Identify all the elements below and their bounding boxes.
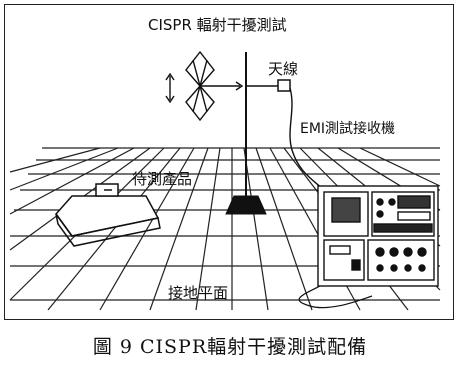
receiver-cable <box>298 285 373 309</box>
biconical-antenna <box>165 50 244 122</box>
figure-frame <box>4 4 454 320</box>
figure-caption: 圖 9 CISPR輻射干擾測試配備 <box>92 336 368 358</box>
eut-table <box>55 183 161 247</box>
top-title: CISPR 輻射干擾測試 <box>148 16 287 34</box>
emi-receiver <box>317 185 439 287</box>
antenna-mast <box>225 52 291 215</box>
antenna-cable <box>289 87 331 197</box>
eut-label: 待測產品 <box>132 170 193 188</box>
antenna-label: 天線 <box>268 60 299 78</box>
receiver-label: EMI測試接收機 <box>300 121 396 137</box>
ground-plane-label: 接地平面 <box>168 284 229 302</box>
